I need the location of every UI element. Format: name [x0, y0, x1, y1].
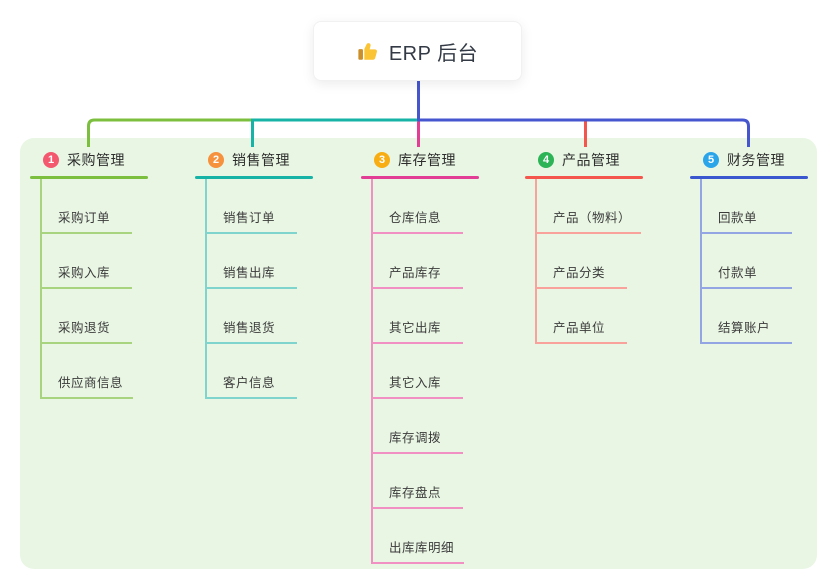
branch-title: 财务管理 [727, 152, 785, 168]
child-node[interactable]: 结算账户 [702, 289, 839, 344]
child-label: 付款单 [702, 262, 792, 289]
child-label: 销售出库 [207, 262, 297, 289]
branch-number-badge: 3 [374, 152, 390, 168]
child-node[interactable]: 客户信息 [207, 344, 355, 399]
branch-children: 产品（物料） 产品分类产品单位 [535, 179, 685, 344]
child-label: 采购入库 [42, 262, 132, 289]
child-label: 其它入库 [373, 372, 463, 399]
child-node[interactable]: 产品单位 [537, 289, 685, 344]
branch-product: 4 产品管理 产品（物料） 产品分类产品单位 [525, 150, 685, 344]
branch-header-inventory[interactable]: 3 库存管理 [361, 150, 521, 170]
child-node[interactable]: 采购入库 [42, 234, 190, 289]
child-node[interactable]: 库存调拨 [373, 399, 521, 454]
branch-purchase: 1 采购管理 采购订单采购入库采购退货供应商信息 [30, 150, 190, 399]
child-label: 采购退货 [42, 317, 132, 344]
branch-children: 仓库信息产品库存其它出库其它入库库存调拨库存盘点出库库明细 [371, 179, 521, 564]
child-label: 产品单位 [537, 317, 627, 344]
branch-header-purchase[interactable]: 1 采购管理 [30, 150, 190, 170]
child-label: 结算账户 [702, 317, 792, 344]
child-label: 销售订单 [207, 207, 297, 234]
branch-underline [361, 176, 479, 179]
child-label: 客户信息 [207, 372, 297, 399]
child-node[interactable]: 采购退货 [42, 289, 190, 344]
child-node[interactable]: 回款单 [702, 179, 839, 234]
branch-sales: 2 销售管理 销售订单销售出库销售退货客户信息 [195, 150, 355, 399]
child-label: 采购订单 [42, 207, 132, 234]
child-label: 其它出库 [373, 317, 463, 344]
branch-number-badge: 1 [43, 152, 59, 168]
child-node[interactable]: 采购订单 [42, 179, 190, 234]
child-node[interactable]: 销售出库 [207, 234, 355, 289]
root-node[interactable]: ERP 后台 [313, 21, 522, 81]
branch-children: 采购订单采购入库采购退货供应商信息 [40, 179, 190, 399]
branch-title: 销售管理 [232, 152, 290, 168]
child-node[interactable]: 库存盘点 [373, 454, 521, 509]
child-node[interactable]: 其它入库 [373, 344, 521, 399]
child-node[interactable]: 其它出库 [373, 289, 521, 344]
branch-inventory: 3 库存管理 仓库信息产品库存其它出库其它入库库存调拨库存盘点出库库明细 [361, 150, 521, 564]
branch-underline [525, 176, 643, 179]
child-node[interactable]: 产品（物料） [537, 179, 685, 234]
child-node[interactable]: 产品库存 [373, 234, 521, 289]
child-node[interactable]: 付款单 [702, 234, 839, 289]
child-node[interactable]: 销售退货 [207, 289, 355, 344]
child-label: 产品分类 [537, 262, 627, 289]
child-node[interactable]: 出库库明细 [373, 509, 521, 564]
branch-header-product[interactable]: 4 产品管理 [525, 150, 685, 170]
branch-number-badge: 4 [538, 152, 554, 168]
branch-underline [195, 176, 313, 179]
child-label: 产品（物料） [537, 207, 642, 234]
branch-number-badge: 2 [208, 152, 224, 168]
child-label: 库存调拨 [373, 427, 463, 454]
child-label: 销售退货 [207, 317, 297, 344]
branch-underline [690, 176, 808, 179]
thumbs-up-icon [357, 40, 379, 62]
child-node[interactable]: 产品分类 [537, 234, 685, 289]
branch-finance: 5 财务管理 回款单付款单结算账户 [690, 150, 839, 344]
child-label: 回款单 [702, 207, 792, 234]
branch-header-sales[interactable]: 2 销售管理 [195, 150, 355, 170]
child-node[interactable]: 供应商信息 [42, 344, 190, 399]
child-label: 仓库信息 [373, 207, 463, 234]
branch-number-badge: 5 [703, 152, 719, 168]
branch-children: 销售订单销售出库销售退货客户信息 [205, 179, 355, 399]
branch-underline [30, 176, 148, 179]
branch-title: 库存管理 [398, 152, 456, 168]
child-node[interactable]: 销售订单 [207, 179, 355, 234]
branch-title: 产品管理 [562, 152, 620, 168]
child-node[interactable]: 仓库信息 [373, 179, 521, 234]
child-label: 产品库存 [373, 262, 463, 289]
branch-title: 采购管理 [67, 152, 125, 168]
child-label: 库存盘点 [373, 482, 463, 509]
child-label: 出库库明细 [373, 537, 465, 564]
root-title: ERP 后台 [388, 42, 479, 65]
canvas-background-panel [20, 138, 817, 569]
branch-header-finance[interactable]: 5 财务管理 [690, 150, 839, 170]
child-label: 供应商信息 [42, 372, 134, 399]
branch-children: 回款单付款单结算账户 [700, 179, 839, 344]
